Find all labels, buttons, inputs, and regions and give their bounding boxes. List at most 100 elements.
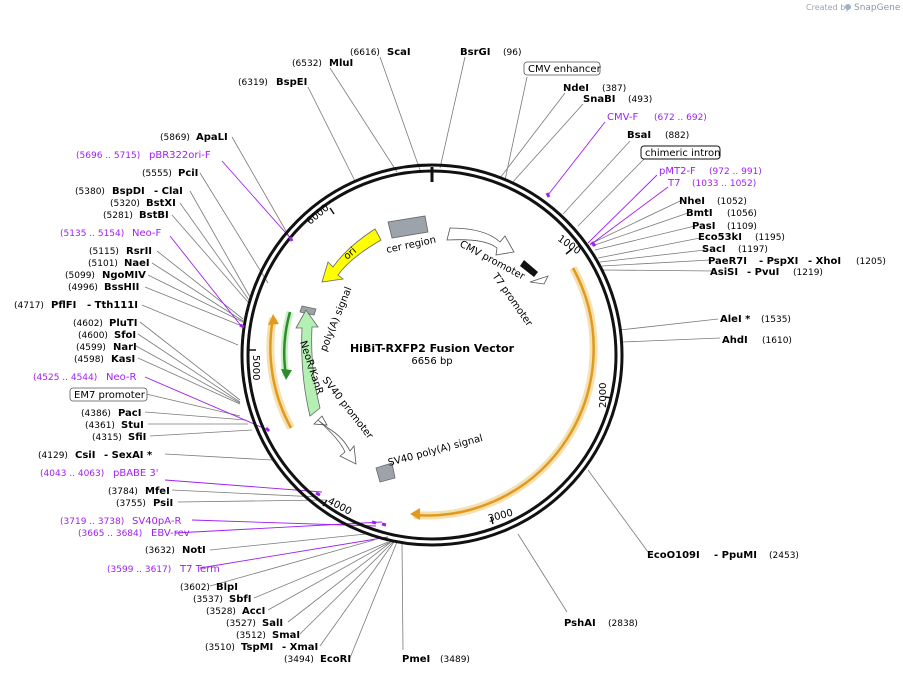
enzyme-pcii-pos: (5555) [142,169,172,179]
leader-bstxi [179,202,250,301]
primer-sv40par[interactable]: SV40pA-R [132,516,181,527]
ori-arrow[interactable] [321,228,382,283]
enzyme-snabi[interactable]: SnaBI [583,94,615,105]
enzyme-sexai[interactable]: - SexAI * [104,450,153,461]
leader-pasi [594,225,696,251]
enzyme-saci[interactable]: SacI [702,244,726,255]
enzyme-xhoi[interactable]: - XhoI [808,256,841,267]
enzyme-eco0109i[interactable]: EcoO109I [647,550,700,561]
polya-signal-box[interactable] [299,305,317,316]
enzyme-ahdi[interactable]: AhdI [722,335,748,346]
green-arrowhead [281,369,292,380]
enzyme-sbfi[interactable]: SbfI [229,594,251,605]
enzyme-stui[interactable]: StuI [121,420,144,431]
leader-alei [619,318,719,331]
primer-pbabe3[interactable]: pBABE 3' [113,468,159,479]
enzyme-tspmi[interactable]: TspMI [241,642,273,653]
enzyme-sfoi[interactable]: SfoI [114,330,136,341]
enzyme-sfii[interactable]: SfiI [128,432,146,443]
enzyme-pshai[interactable]: PshAI [564,618,596,629]
leader-apali [231,136,291,239]
enzyme-bsshii[interactable]: BssHII [104,282,139,293]
enzyme-tth111i[interactable]: - Tth111I [87,300,138,311]
enzyme-pcii[interactable]: PciI [178,168,198,179]
cmv-promoter-arrow[interactable] [446,227,515,256]
enzyme-xmai[interactable]: - XmaI [282,642,318,653]
primer-pmt2f[interactable]: pMT2-F [659,166,696,177]
enzyme-pluti[interactable]: PluTI [109,318,137,329]
enzyme-naei[interactable]: NaeI [124,258,150,269]
em7-promoter-box[interactable] [69,387,148,402]
enzyme-blpi[interactable]: BlpI [216,582,238,593]
enzyme-eco53ki[interactable]: Eco53kI [698,232,742,243]
enzyme-smai[interactable]: SmaI [272,630,300,641]
t7-promoter-block[interactable] [520,260,538,277]
enzyme-pasi[interactable]: PasI [692,221,715,232]
cmv-enhancer-box[interactable] [523,61,601,76]
enzyme-nari[interactable]: NarI [113,342,137,353]
t7-promoter-arrow[interactable] [529,275,549,285]
primer-neof[interactable]: Neo-F [132,228,162,239]
enzyme-bmti[interactable]: BmtI [686,208,713,219]
sv40-polya-label: SV40 poly(A) signal [387,433,484,469]
enzyme-mlui[interactable]: MluI [329,58,353,69]
scale-label-6000: 6000 [305,203,332,228]
enzyme-saci-pos: (1197) [738,245,768,255]
leader-sfoi [137,333,241,403]
enzyme-kasi[interactable]: KasI [111,354,135,365]
enzyme-bstxi[interactable]: BstXI [146,198,176,209]
enzyme-alei[interactable]: AleI * [720,314,751,325]
enzyme-bsai[interactable]: BsaI [627,130,651,141]
neor-kanr-arrow[interactable] [295,309,321,417]
enzyme-pvui[interactable]: - PvuI [747,267,779,278]
enzyme-ndei-pos: (387) [602,84,626,94]
enzyme-paer7i[interactable]: PaeR7I [708,256,747,267]
enzyme-bsrgi[interactable]: BsrGI [460,47,490,58]
chimeric-intron-box[interactable] [640,145,721,160]
enzyme-bspdi[interactable]: BspDI [112,186,145,197]
em7-promoter-label: EM7 promoter [74,390,146,401]
enzyme-bspei[interactable]: BspEI [276,77,307,88]
enzyme-bstbi[interactable]: BstBI [139,210,169,221]
enzyme-pspxi[interactable]: - PspXI [759,256,798,267]
sv40-promoter-small-arrow[interactable] [313,415,328,426]
enzyme-snabi-pos: (493) [628,95,652,105]
primer-t7[interactable]: T7 [667,178,680,189]
primer-line-pbabe3 [164,479,323,493]
primer-pbr322[interactable]: pBR322ori-F [149,150,211,161]
enzyme-noti[interactable]: NotI [182,545,206,556]
enzyme-rsrii[interactable]: RsrII [126,246,152,257]
primer-ebvrev[interactable]: EBV-rev [151,528,190,539]
primer-cmvf[interactable]: CMV-F [607,112,638,123]
enzyme-ndei[interactable]: NdeI [563,83,589,94]
enzyme-mfei[interactable]: MfeI [145,486,170,497]
primer-sv40par-range: (3719 .. 3738) [60,517,124,527]
enzyme-clai[interactable]: - ClaI [154,186,183,197]
enzyme-apali[interactable]: ApaLI [196,132,228,143]
enzyme-paci[interactable]: PacI [118,408,141,419]
primer-pbabe3-range: (4043 .. 4063) [40,469,104,479]
enzyme-pmei[interactable]: PmeI [402,654,430,665]
primer-t7term[interactable]: T7 Term [179,564,220,575]
cer-region-box[interactable] [387,215,429,239]
enzyme-nhei[interactable]: NheI [679,196,705,207]
enzyme-tspmi-pos: (3510) [205,643,235,653]
enzyme-scai[interactable]: ScaI [387,47,411,58]
primer-neor-range: (4525 .. 4544) [33,373,97,383]
enzyme-smai-pos: (3512) [236,631,266,641]
enzyme-acci[interactable]: AccI [242,606,265,617]
enzyme-sali[interactable]: SalI [262,618,283,629]
enzyme-ppumi[interactable]: - PpuMI [714,550,757,561]
enzyme-psii[interactable]: PsiI [153,498,173,509]
sv40-promoter-arrow[interactable] [317,419,357,465]
enzyme-ngomiv[interactable]: NgoMIV [102,270,146,281]
enzyme-asisi[interactable]: AsiSI [710,267,738,278]
enzyme-pflfi[interactable]: PflFI [51,300,76,311]
primer-neor[interactable]: Neo-R [106,372,137,383]
enzyme-bsshii-pos: (4996) [68,283,98,293]
enzyme-csii[interactable]: CsiI [75,450,95,461]
sv40-polya-box[interactable] [375,462,396,483]
enzyme-ecori[interactable]: EcoRI [320,654,351,665]
tick-pbr322 [288,236,294,242]
leader-paer7i [601,259,711,267]
